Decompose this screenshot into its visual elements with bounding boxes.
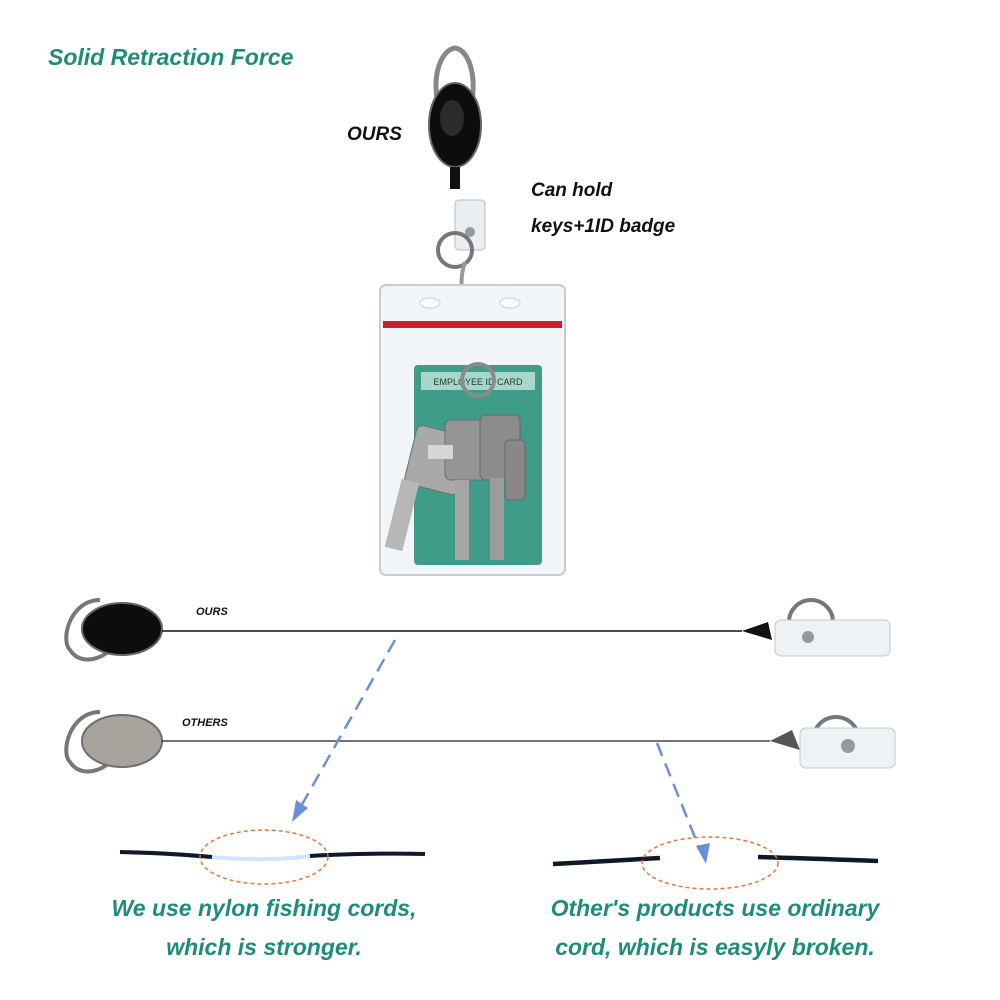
ordinary-cord-closeup [552,836,879,890]
caption-left-line-1: We use nylon fishing cords, [111,895,417,921]
arrow-to-nylon [292,639,397,822]
capacity-line-1: Can hold [531,180,613,201]
comparison-others-label: OTHERS [182,717,228,729]
caption-right-line-2: cord, which is easyly broken. [555,934,875,960]
keys-bundle [384,362,526,560]
badge-clip-ours [742,598,891,657]
badge-card-text: EMPLOYEE ID CARD [433,377,523,387]
caption-left-line-2: which is stronger. [166,934,362,960]
caption-right-line-1: Other's products use ordinary [550,895,880,921]
capacity-line-2: keys+1ID badge [531,216,676,237]
page-title: Solid Retraction Force [48,44,294,70]
badge-reel-top [428,82,482,189]
reel-ours-side [64,598,163,662]
reel-others-side [64,710,163,774]
carabiner-clip [433,45,476,111]
nylon-cord-closeup [119,829,426,885]
product-label: OURS [347,124,402,145]
arrow-to-ordinary [655,742,710,864]
badge-clip-others [770,715,896,769]
comparison-ours-label: OURS [196,606,228,618]
